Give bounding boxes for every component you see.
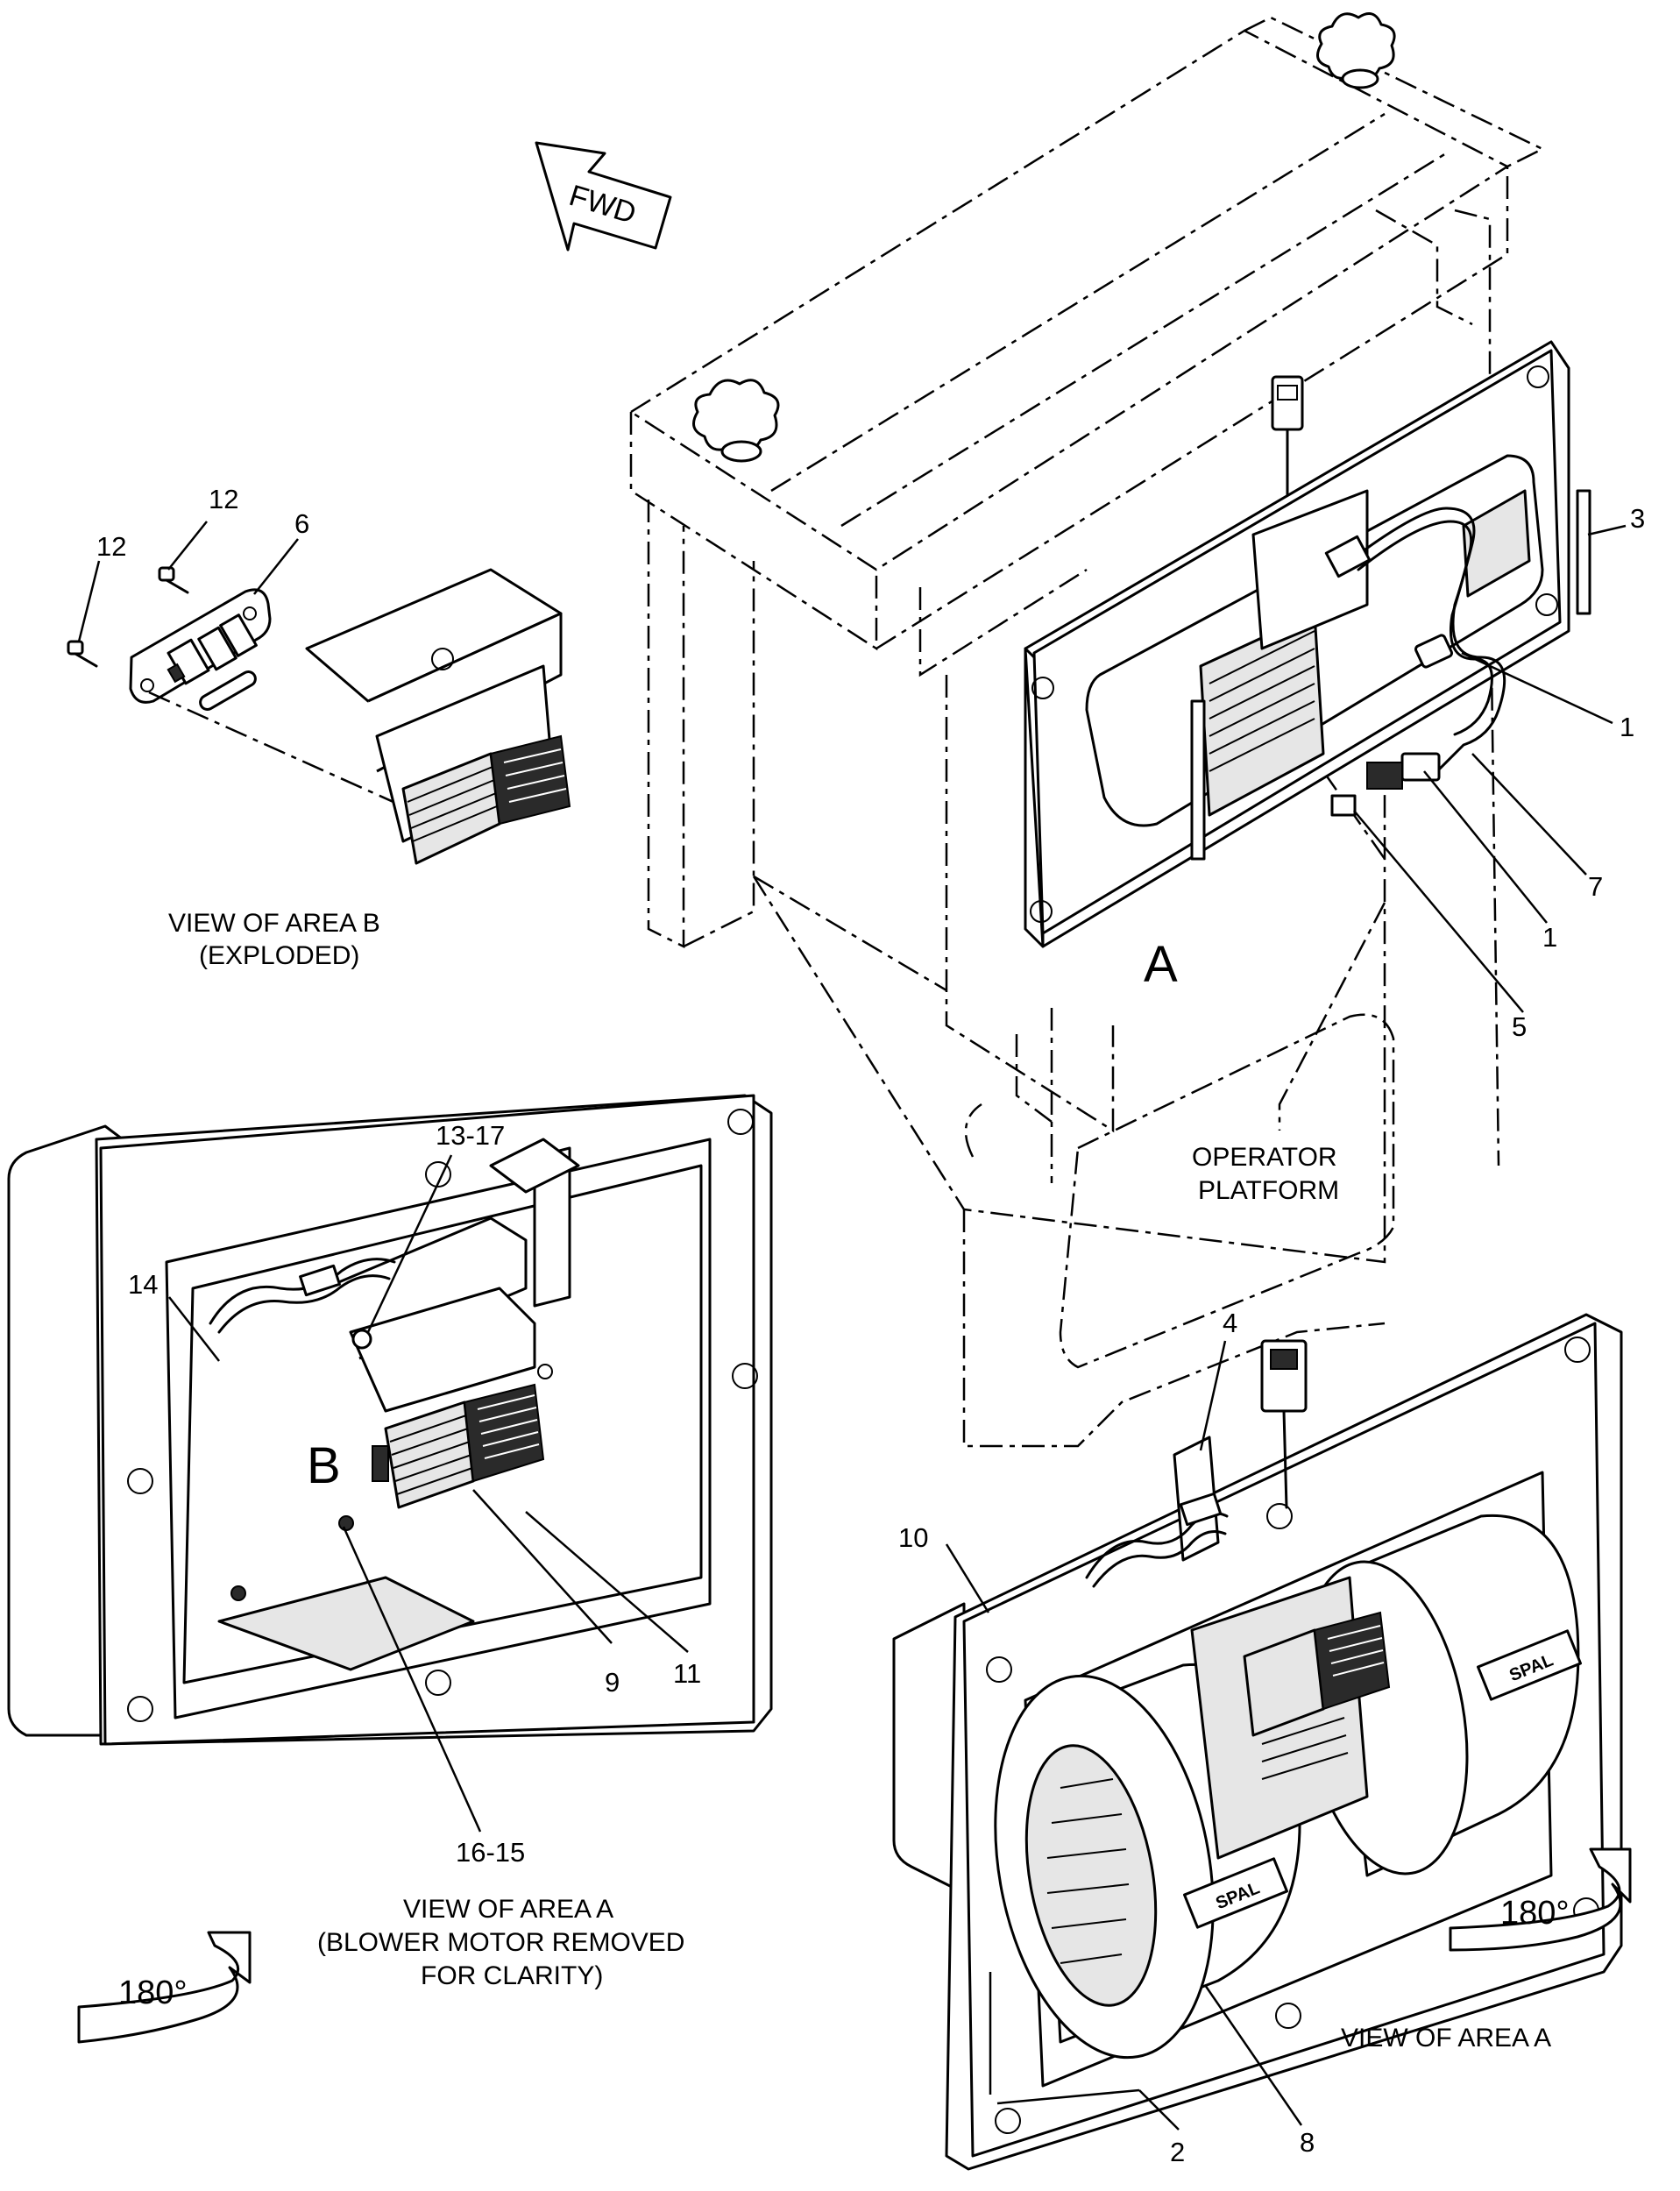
view-area-a1-label-line1: VIEW OF AREA A: [403, 1895, 613, 1924]
callout-13-17: 13-17: [436, 1120, 505, 1151]
wire-harness-area-a: [1324, 507, 1506, 817]
cab-roof-phantom: [628, 16, 1545, 677]
resistor-block-b: [401, 734, 571, 865]
view-area-b-label-line1: VIEW OF AREA B: [168, 909, 380, 938]
operator-platform-label-line2: PLATFORM: [1198, 1176, 1339, 1205]
callout-7: 7: [1588, 871, 1603, 902]
bracket-14-wire: [209, 1258, 396, 1334]
roof-knob-rear-icon: [1316, 12, 1396, 89]
view-area-a2-label: VIEW OF AREA A: [1341, 2024, 1551, 2053]
operator-platform-label-line1: OPERATOR: [1192, 1143, 1337, 1172]
rotate-right-label: 180°: [1500, 1895, 1570, 1932]
callout-labels: 12 12 6 3 1 7 1 5 13-17 14 9 11 16-15 4 …: [96, 484, 1645, 2167]
callout-10: 10: [898, 1522, 928, 1553]
roof-knob-front-icon: [692, 379, 780, 463]
callout-9: 9: [605, 1667, 620, 1698]
callout-11: 11: [673, 1658, 701, 1689]
blower-housing-main: [1024, 340, 1591, 948]
callout-12-upper: 12: [209, 484, 238, 514]
spal-logo-right: SPAL: [1477, 1629, 1582, 1701]
view-area-a1-label-line3: FOR CLARITY): [421, 1961, 603, 1990]
callout-8: 8: [1300, 2127, 1315, 2158]
callout-1-upper: 1: [1620, 712, 1634, 742]
housing-left-view: [7, 1094, 773, 1746]
resistor-plate-exploded: [129, 588, 272, 711]
view-area-b-label-line2: (EXPLODED): [199, 941, 359, 970]
operator-platform-phantom: [1059, 1013, 1395, 1369]
resistor-block-area-a: [230, 1287, 553, 1601]
callout-3: 3: [1630, 503, 1645, 534]
area-b-label: B: [307, 1437, 341, 1494]
rotate-180-left-icon: 180°: [77, 1931, 252, 2044]
callout-14: 14: [128, 1269, 158, 1300]
rotate-180-right-icon: 180°: [1449, 1847, 1632, 1952]
callout-4: 4: [1223, 1308, 1237, 1338]
blower-full-view: SPAL SPAL: [892, 1313, 1623, 2171]
view-area-a1-label-line2: (BLOWER MOTOR REMOVED: [317, 1928, 684, 1957]
forward-arrow-icon: FWD: [535, 141, 672, 252]
callout-6: 6: [294, 508, 309, 539]
callout-5: 5: [1512, 1011, 1527, 1042]
callout-2: 2: [1170, 2137, 1185, 2167]
area-b-duct-cutaway: [305, 568, 571, 865]
screw-12-lower-icon: [67, 640, 98, 668]
rotate-left-label: 180°: [118, 1975, 188, 2011]
callout-1-lower: 1: [1542, 922, 1557, 953]
leader-lines: [77, 521, 1627, 2131]
callout-16-15: 16-15: [456, 1837, 525, 1868]
screw-12-upper-icon: [158, 566, 189, 594]
area-a-label: A: [1144, 936, 1178, 993]
callout-12-lower: 12: [96, 531, 126, 562]
